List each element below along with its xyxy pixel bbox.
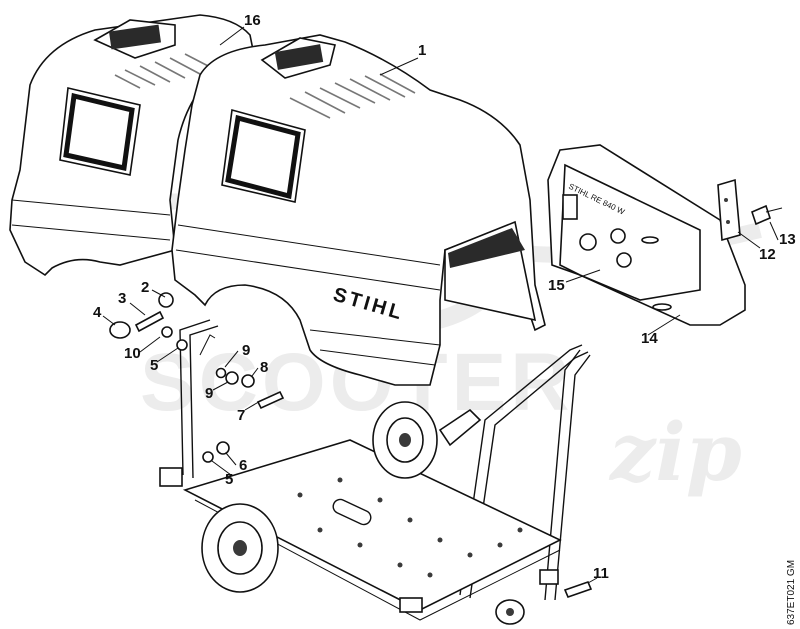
frame-chassis [159,319,591,621]
caster-wheel [495,599,525,625]
callout-8: 8 [260,359,268,376]
rear-wheel [372,401,438,479]
callout-3: 3 [118,290,126,307]
callout-7: 7 [237,407,245,424]
washer-10 [161,326,173,338]
callouts: 16 1 2 3 4 10 5 9 8 9 7 6 5 11 12 13 14 … [93,12,796,582]
hardware-small-parts [109,292,593,599]
callout-5b: 5 [225,471,233,488]
callout-14: 14 [641,330,658,347]
leader-lines [102,26,779,584]
clip-bracket [199,334,216,356]
watermark-script: zip [608,405,742,499]
nut-2 [158,292,174,308]
screw-3 [134,310,165,333]
nut-6 [216,441,230,455]
callout-5a: 5 [150,357,158,374]
callout-6: 6 [239,457,247,474]
callout-16: 16 [244,12,261,29]
washer-8 [241,374,255,388]
nut-9b [225,371,239,385]
screw-11 [563,580,593,599]
front-wheel [201,503,279,593]
callout-4: 4 [93,304,102,321]
washer-9a [215,367,227,379]
callout-9a: 9 [242,342,250,359]
callout-11: 11 [593,565,609,582]
mounting-bracket [717,178,741,242]
document-id: 637ET021 GM [786,560,797,625]
cap-4 [109,321,131,339]
washer-5b [202,451,214,463]
callout-10: 10 [124,345,141,362]
callout-9b: 9 [205,385,213,402]
front-hood: STIHL [171,34,546,386]
callout-12: 12 [759,246,776,263]
rear-hood [9,14,256,277]
callout-15: 15 [548,277,565,294]
screw-7 [256,390,285,410]
control-panel: STIHL RE 840 W [547,144,746,326]
callout-13: 13 [779,231,796,248]
callout-1: 1 [418,42,426,59]
callout-2: 2 [141,279,149,296]
screw-13 [751,204,783,226]
washer-5a [176,339,188,351]
